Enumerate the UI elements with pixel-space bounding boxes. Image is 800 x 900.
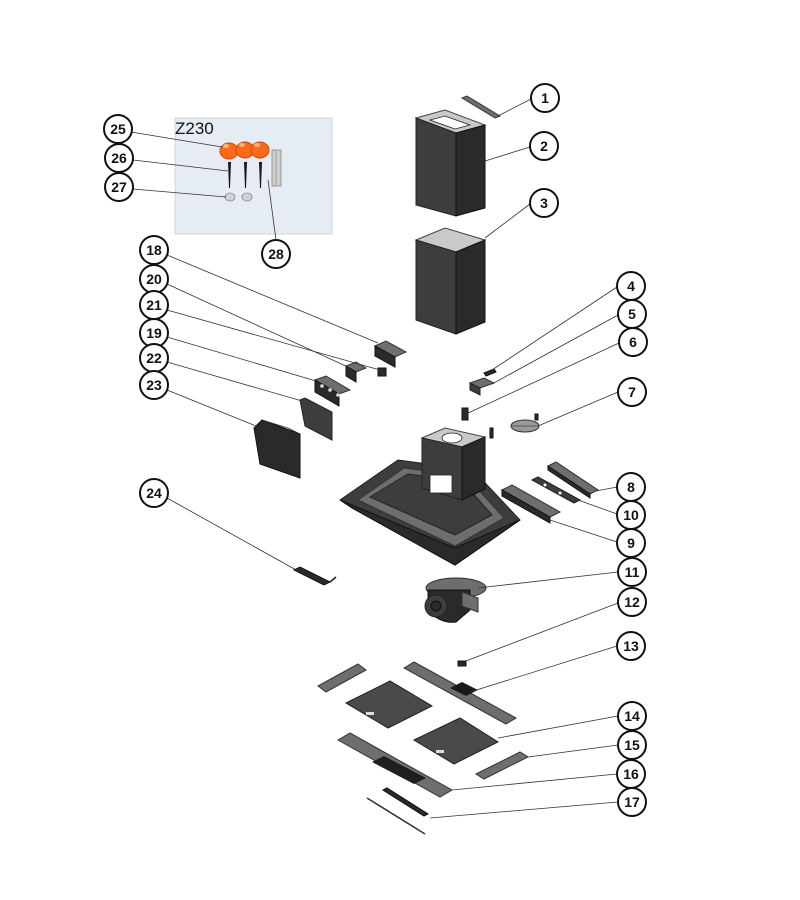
callout-27: 27 [104,172,134,202]
svg-text:19: 19 [146,325,162,341]
svg-text:8: 8 [627,479,635,495]
callout-24: 24 [139,478,169,508]
part-14-filter [344,680,500,765]
part-9-strip [500,484,562,524]
callout-9: 9 [616,528,646,558]
callout-1: 1 [530,83,560,113]
callout-25: 25 [103,114,133,144]
callout-2: 2 [529,131,559,161]
callout-17: 17 [617,787,647,817]
callout-18: 18 [139,235,169,265]
part-8-rail [547,461,599,499]
svg-text:7: 7 [628,384,636,400]
part-17-rods [366,787,430,835]
part-23-cover [253,419,301,479]
knob-photo-inset: Z230 [174,117,333,235]
callout-3: 3 [529,188,559,218]
callout-15: 15 [617,730,647,760]
part-7-flange [489,413,540,439]
part-1-bracket [460,95,502,119]
knob-shaft-icon [228,162,262,188]
part-3-lower-chimney [414,227,487,335]
part-19-control-board [313,375,352,407]
svg-text:18: 18 [146,242,162,258]
spring-rod-icon [271,149,282,187]
part-18-switch [373,340,408,368]
callout-20: 20 [139,264,169,294]
callout-22: 22 [139,343,169,373]
part-4-screw [483,368,497,377]
svg-text:22: 22 [146,350,162,366]
side-strip-left [317,663,367,693]
svg-text:3: 3 [540,195,548,211]
svg-text:26: 26 [111,150,127,166]
callout-13: 13 [616,631,646,661]
svg-text:27: 27 [111,179,127,195]
svg-text:10: 10 [623,507,639,523]
model-label: Z230 [175,119,214,138]
svg-text:1: 1 [541,90,549,106]
callout-5: 5 [617,299,647,329]
svg-text:2: 2 [540,138,548,154]
part-2-upper-chimney [414,109,487,217]
orange-knob-icon [219,141,270,160]
callout-23: 23 [139,370,169,400]
callout-11: 11 [617,557,647,587]
svg-text:12: 12 [624,594,640,610]
svg-text:5: 5 [628,306,636,322]
part-5-bracket [468,377,496,396]
svg-text:16: 16 [623,766,639,782]
part-22-panel [299,397,333,441]
callout-4: 4 [616,271,646,301]
callout-10: 10 [616,500,646,530]
part-12-clip [457,660,467,667]
part-20-switch [344,361,368,383]
hood-body [339,427,521,566]
callout-26: 26 [104,143,134,173]
callout-7: 7 [617,377,647,407]
svg-text:6: 6 [629,334,637,350]
callout-6: 6 [618,327,648,357]
part-15-strip [474,751,530,780]
svg-text:14: 14 [624,708,640,724]
callout-28: 28 [261,239,291,269]
svg-text:20: 20 [146,271,162,287]
washer-icon [224,192,253,202]
callout-19: 19 [139,318,169,348]
svg-text:24: 24 [146,485,162,501]
part-13-front-panel [402,661,518,725]
svg-text:9: 9 [627,535,635,551]
svg-text:17: 17 [624,794,640,810]
callout-14: 14 [617,701,647,731]
part-24-cable [292,566,337,586]
callout-8: 8 [616,472,646,502]
svg-text:13: 13 [623,638,639,654]
svg-text:15: 15 [624,737,640,753]
svg-text:11: 11 [625,564,640,580]
svg-text:28: 28 [268,246,284,262]
part-11-blower [424,577,487,623]
callout-12: 12 [617,587,647,617]
svg-text:23: 23 [146,377,162,393]
part-21-clip [377,367,387,377]
svg-text:4: 4 [627,278,635,294]
part-6-clip [461,407,469,421]
svg-text:21: 21 [146,297,162,313]
callout-16: 16 [616,759,646,789]
callout-21: 21 [139,290,169,320]
part-10-rail [530,476,582,504]
svg-text:25: 25 [110,121,126,137]
leader-lines [130,98,620,819]
